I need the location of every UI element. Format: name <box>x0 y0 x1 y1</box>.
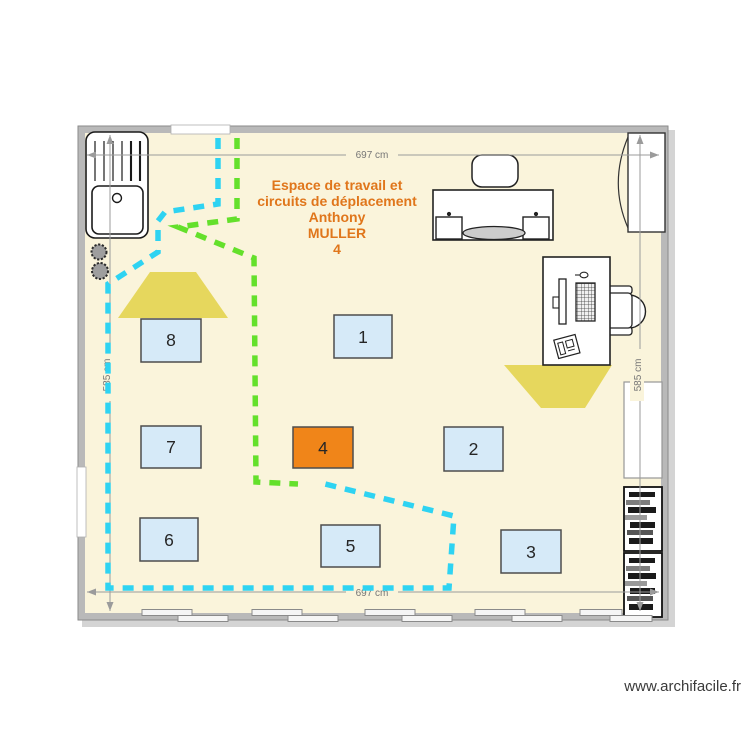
desk-8-number: 8 <box>166 330 176 350</box>
window-left <box>76 466 87 538</box>
desk-5 <box>320 524 381 568</box>
plan-title: Espace de travail et circuits de déplace… <box>257 177 417 257</box>
ceiling-lamp-right <box>504 365 612 408</box>
office-chair-back <box>628 294 647 329</box>
dimension-arrows <box>87 135 659 611</box>
dimension-label-right: 585 cm <box>630 349 644 401</box>
dimension-right-text: 585 cm <box>633 359 644 392</box>
window-icon <box>141 609 229 622</box>
computer-desk <box>542 256 647 366</box>
monitor-stand <box>552 296 560 309</box>
desk-4-number: 4 <box>318 438 328 458</box>
desk-6 <box>139 517 199 562</box>
desk-5-number: 5 <box>346 536 356 556</box>
circuit-path-green <box>167 138 299 487</box>
telephone-icon <box>553 333 581 360</box>
sink-basin <box>91 185 144 235</box>
window-icon <box>364 609 453 622</box>
desk-4 <box>292 426 354 469</box>
entry-door <box>617 132 666 233</box>
desk-2 <box>443 426 504 472</box>
desk-drawer-left <box>435 216 463 240</box>
title-line-1: Espace de travail et <box>272 177 403 193</box>
dimension-label-top: 697 cm <box>346 147 398 161</box>
plant-icon <box>91 262 109 280</box>
teacher-chair <box>471 154 519 188</box>
door-opening-top <box>170 124 231 135</box>
title-line-4: MULLER <box>308 225 366 241</box>
desk-7 <box>140 425 202 469</box>
desk-3 <box>500 529 562 574</box>
desk-tray <box>462 225 526 241</box>
teacher-desk <box>432 154 554 241</box>
desk-1-number: 1 <box>358 327 368 347</box>
plant-icon <box>90 243 108 261</box>
sink-drain <box>111 192 123 204</box>
watermark-text: www.archifacile.fr <box>623 678 741 695</box>
desk-drawer-right <box>522 216 550 240</box>
door-swing-arc <box>617 136 629 229</box>
circuit-path-blue <box>105 138 457 591</box>
monitor-icon <box>558 278 567 325</box>
title-line-5: 4 <box>333 241 341 257</box>
dimension-left-text: 585 cm <box>102 359 113 392</box>
desk-1 <box>333 314 393 359</box>
desk-2-number: 2 <box>469 439 479 459</box>
shelf-unit-bottom <box>623 552 663 618</box>
mouse-icon <box>579 271 589 279</box>
desk-3-number: 3 <box>526 542 536 562</box>
shelf-unit-top <box>623 486 663 552</box>
desk-8 <box>140 318 202 363</box>
window-icon <box>579 609 653 622</box>
windows-bottom <box>141 609 653 622</box>
desk-6-number: 6 <box>164 530 174 550</box>
dimension-bottom-text: 697 cm <box>356 588 389 599</box>
title-line-3: Anthony <box>309 209 366 225</box>
sink-unit <box>85 131 149 239</box>
dimension-top-text: 697 cm <box>356 150 389 161</box>
keyboard-icon <box>575 282 596 322</box>
title-line-2: circuits de déplacement <box>257 193 417 209</box>
ceiling-lamp-left <box>118 272 228 318</box>
desk-7-number: 7 <box>166 437 176 457</box>
window-icon <box>251 609 339 622</box>
drainboard-lines <box>94 141 142 181</box>
window-icon <box>474 609 563 622</box>
